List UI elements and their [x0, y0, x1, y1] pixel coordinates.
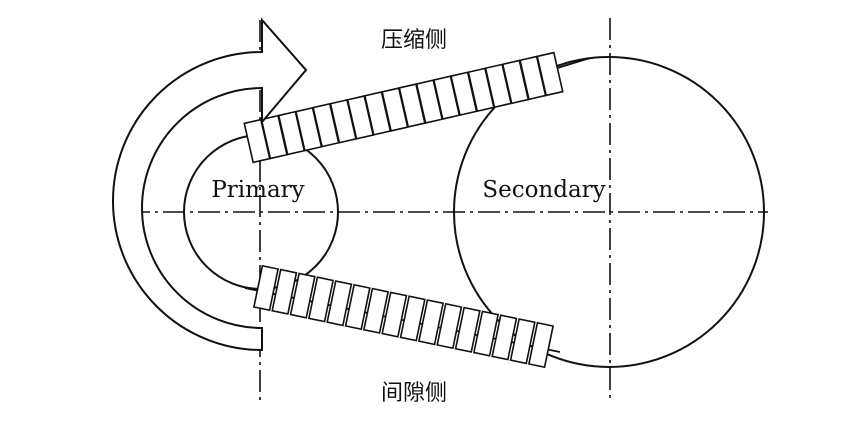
- curved-arrow-icon: [112, 17, 308, 352]
- belt-block: [527, 321, 555, 369]
- belt-block: [491, 314, 518, 361]
- belt-block: [271, 268, 298, 315]
- belt-block: [399, 295, 426, 342]
- primary-label: Primary: [211, 177, 304, 203]
- compression-side-label: 压缩侧: [381, 28, 447, 53]
- belt-block: [536, 51, 564, 97]
- belt-block: [289, 272, 316, 319]
- gap-side-label: 间隙侧: [381, 381, 447, 406]
- belt-block: [509, 318, 536, 365]
- belt-block: [381, 291, 408, 338]
- gap-side-blocks: [252, 264, 555, 369]
- belt-block: [454, 306, 481, 353]
- compression-side-blocks: [243, 51, 564, 164]
- belt-block: [344, 283, 371, 331]
- secondary-label: Secondary: [482, 177, 605, 203]
- belt-block: [252, 264, 280, 312]
- belt-block: [417, 299, 445, 346]
- secondary-pulley: [453, 56, 765, 368]
- belt-block: [362, 287, 390, 334]
- belt-block: [472, 310, 500, 357]
- belt-block: [326, 280, 353, 327]
- belt-block: [436, 302, 463, 350]
- belt-block: [307, 276, 335, 323]
